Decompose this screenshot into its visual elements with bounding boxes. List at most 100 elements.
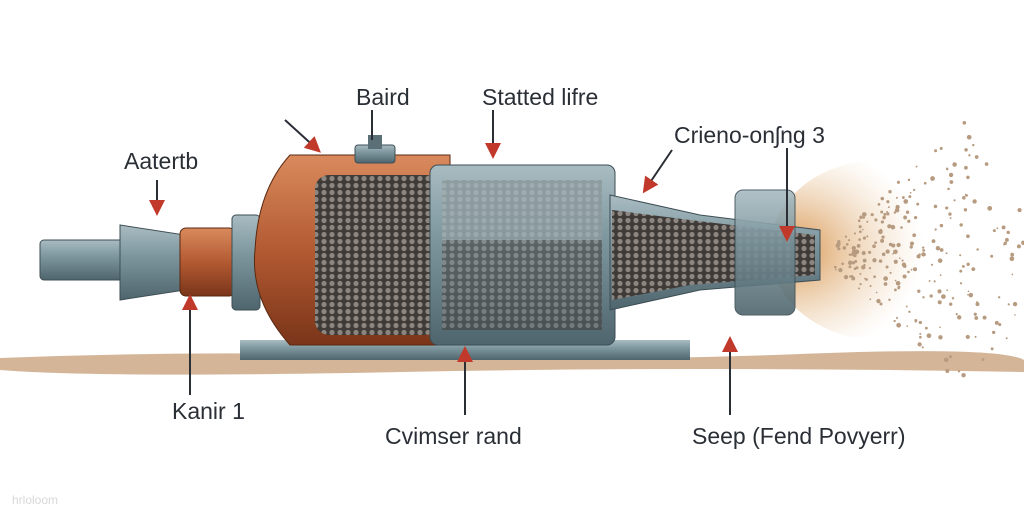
spray-particle <box>858 238 861 241</box>
spray-particle <box>922 248 926 252</box>
spray-particle <box>939 248 944 252</box>
spray-particle <box>838 268 843 273</box>
spray-particle <box>869 298 872 301</box>
spray-particle <box>909 241 915 246</box>
spray-particle <box>877 203 881 206</box>
spray-particle <box>882 215 886 220</box>
spray-particle <box>906 325 909 327</box>
spray-particle <box>917 289 921 293</box>
spray-particle <box>939 223 944 228</box>
spray-particle <box>1009 256 1015 262</box>
spray-particle <box>909 191 912 194</box>
spray-particle <box>851 249 857 255</box>
spray-particle <box>998 323 1002 327</box>
spray-particle <box>901 262 907 267</box>
spray-particle <box>959 282 963 285</box>
spray-particle <box>908 310 911 313</box>
label-kanir: Kanir 1 <box>172 398 245 424</box>
spray-particle <box>874 218 878 222</box>
spray-particle <box>866 235 869 238</box>
spray-particle <box>876 298 881 304</box>
spray-particle <box>861 265 866 270</box>
spray-particle <box>966 134 972 140</box>
spray-particle <box>901 259 904 262</box>
spray-particle <box>912 188 916 192</box>
spray-particle <box>893 319 896 323</box>
spray-particle <box>897 285 901 289</box>
spray-particle <box>905 210 910 214</box>
spray-particle <box>861 212 867 217</box>
spray-particle <box>902 274 907 279</box>
copper-collar <box>179 227 236 297</box>
spray-particle <box>881 235 885 239</box>
spray-particle <box>962 195 966 200</box>
spray-particle <box>961 264 965 268</box>
spray-particle <box>966 262 970 266</box>
spray-particle <box>903 215 907 220</box>
spray-particle <box>861 250 866 256</box>
spray-particle <box>934 228 937 231</box>
label-aatertb: Aatertb <box>124 148 199 174</box>
spray-particle <box>872 258 877 263</box>
spray-particle <box>853 267 857 271</box>
spray-particle <box>962 121 967 125</box>
spray-particle <box>974 335 977 338</box>
spray-particle <box>880 196 885 201</box>
spray-particle <box>890 224 896 230</box>
spray-particle <box>918 320 922 325</box>
spray-particle <box>1006 230 1010 235</box>
spray-particle <box>996 227 999 230</box>
spray-particle <box>894 288 897 292</box>
spray-particle <box>939 274 942 276</box>
spray-particle <box>967 290 970 293</box>
spray-particle <box>862 216 866 219</box>
spray-particle <box>959 254 962 257</box>
spray-particle <box>922 252 926 257</box>
spray-particle <box>848 253 852 256</box>
spray-particle <box>901 196 905 199</box>
spray-particle <box>951 297 955 300</box>
spray-particle <box>930 176 935 181</box>
spray-particle <box>843 248 846 250</box>
spray-particle <box>858 225 862 229</box>
spray-particle <box>913 267 918 272</box>
spray-particle <box>968 154 971 157</box>
spray-particle <box>990 347 994 351</box>
spray-particle <box>883 282 888 286</box>
spray-particle <box>886 212 890 216</box>
spray-particle <box>948 355 952 359</box>
spray-particle <box>964 148 968 152</box>
spray-particle <box>928 280 931 282</box>
spray-particle <box>883 276 888 281</box>
label-crieno: Crieno-onʃng 3 <box>674 122 825 148</box>
spray-particle <box>916 254 921 259</box>
spray-particle <box>870 213 874 217</box>
spray-particle <box>859 272 862 275</box>
spray-particle <box>851 245 856 251</box>
spray-particle <box>941 294 946 299</box>
spray-particle <box>933 204 938 209</box>
spray-particle <box>1011 273 1014 276</box>
spray-particle <box>922 296 925 299</box>
spray-particle <box>848 275 852 278</box>
spray-particle <box>893 249 898 255</box>
spray-particle <box>963 208 968 212</box>
spray-particle <box>874 241 877 245</box>
spray-particle <box>904 217 906 220</box>
spray-particle <box>900 226 903 229</box>
spray-particle <box>879 302 883 306</box>
spray-particle <box>857 219 861 222</box>
spray-particle <box>907 219 911 223</box>
spray-particle <box>879 228 883 232</box>
spray-particle <box>843 274 849 280</box>
spray-particle <box>851 276 856 281</box>
spray-particle <box>885 265 889 269</box>
spray-particle <box>892 252 894 255</box>
spray-particle <box>1003 243 1006 246</box>
spray-particle <box>853 253 857 258</box>
spray-particle <box>844 235 848 238</box>
label-baird: Baird <box>356 84 410 110</box>
spray-particle <box>880 220 884 224</box>
spray-particle <box>880 238 885 243</box>
spray-particle <box>872 244 876 249</box>
